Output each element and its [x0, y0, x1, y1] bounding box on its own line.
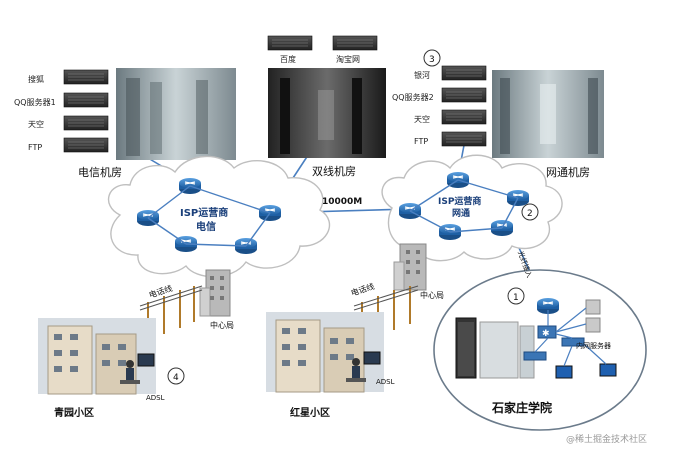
telecom-server-label: 搜狐	[28, 74, 44, 84]
isp-telecom-label-line2: 电信	[196, 220, 216, 233]
dual-server-label: 百度	[280, 54, 296, 64]
watermark: @稀土掘金技术社区	[566, 433, 647, 445]
telecom-room-title: 电信机房	[78, 165, 122, 179]
unicom-server-label: FTP	[414, 137, 428, 146]
community-hongxing: 红星小区	[266, 312, 384, 419]
adsl-label: ADSL	[146, 394, 165, 402]
central-office-label: 中心局	[420, 290, 444, 300]
phone-line-label: 电话线	[350, 281, 376, 298]
unicom-server-label: 天空	[414, 114, 430, 124]
marker-1: 1	[507, 287, 525, 305]
telecom-server-rack	[63, 69, 109, 153]
telecom-server-label: 天空	[28, 119, 44, 129]
backbone-bandwidth-label: 10000M	[322, 197, 362, 207]
svg-text:3: 3	[429, 55, 435, 65]
adsl-user-1: ADSL	[120, 353, 165, 402]
cloud-links-telecom	[147, 185, 271, 247]
svg-text:2: 2	[527, 209, 533, 219]
telecom-room: 搜狐 QQ服务器1 天空 FTP 电信机房	[14, 68, 236, 179]
marker-2: 2	[521, 203, 539, 221]
campus-area: ✱ 内网服务器 石家庄学院	[433, 269, 647, 431]
svg-text:✱: ✱	[542, 329, 550, 339]
unicom-server-label: 银河	[414, 70, 430, 80]
phone-line-label: 电话线	[148, 283, 174, 300]
cloud-isp-telecom	[107, 155, 331, 278]
central-office-1: 中心局	[199, 269, 234, 330]
telecom-server-label: FTP	[28, 143, 42, 152]
marker-4: 4	[167, 367, 185, 385]
central-office-label: 中心局	[210, 320, 234, 330]
dual-room-title: 双线机房	[312, 164, 356, 178]
telecom-server-label: QQ服务器1	[14, 97, 56, 107]
unicom-room-title: 网通机房	[546, 165, 590, 179]
cloud-links-unicom	[409, 179, 519, 233]
community-name: 青园小区	[54, 406, 94, 419]
isp-unicom-label-line2: 网通	[452, 207, 470, 219]
unicom-server-label: QQ服务器2	[392, 92, 434, 102]
community-qingyuan: 青园小区	[38, 318, 156, 419]
campus-name: 石家庄学院	[491, 400, 552, 415]
isp-unicom-label-line1: ISP运营商	[438, 195, 481, 207]
isp-telecom-label-line1: ISP运营商	[180, 206, 228, 219]
svg-text:4: 4	[173, 373, 179, 383]
dual-room: 百度 淘宝网 双线机房	[267, 35, 386, 178]
dual-server-label: 淘宝网	[336, 54, 360, 64]
svg-text:1: 1	[513, 293, 519, 303]
central-office-2: 中心局	[393, 243, 444, 300]
marker-3: 3	[423, 49, 441, 67]
cloud-isp-unicom	[381, 154, 563, 262]
intranet-server-label: 内网服务器	[576, 341, 611, 350]
adsl-label: ADSL	[376, 378, 395, 386]
community-name: 红星小区	[290, 406, 330, 419]
unicom-room: 银河 QQ服务器2 天空 FTP 网通机房	[392, 65, 604, 179]
adsl-user-2: ADSL	[346, 351, 395, 386]
